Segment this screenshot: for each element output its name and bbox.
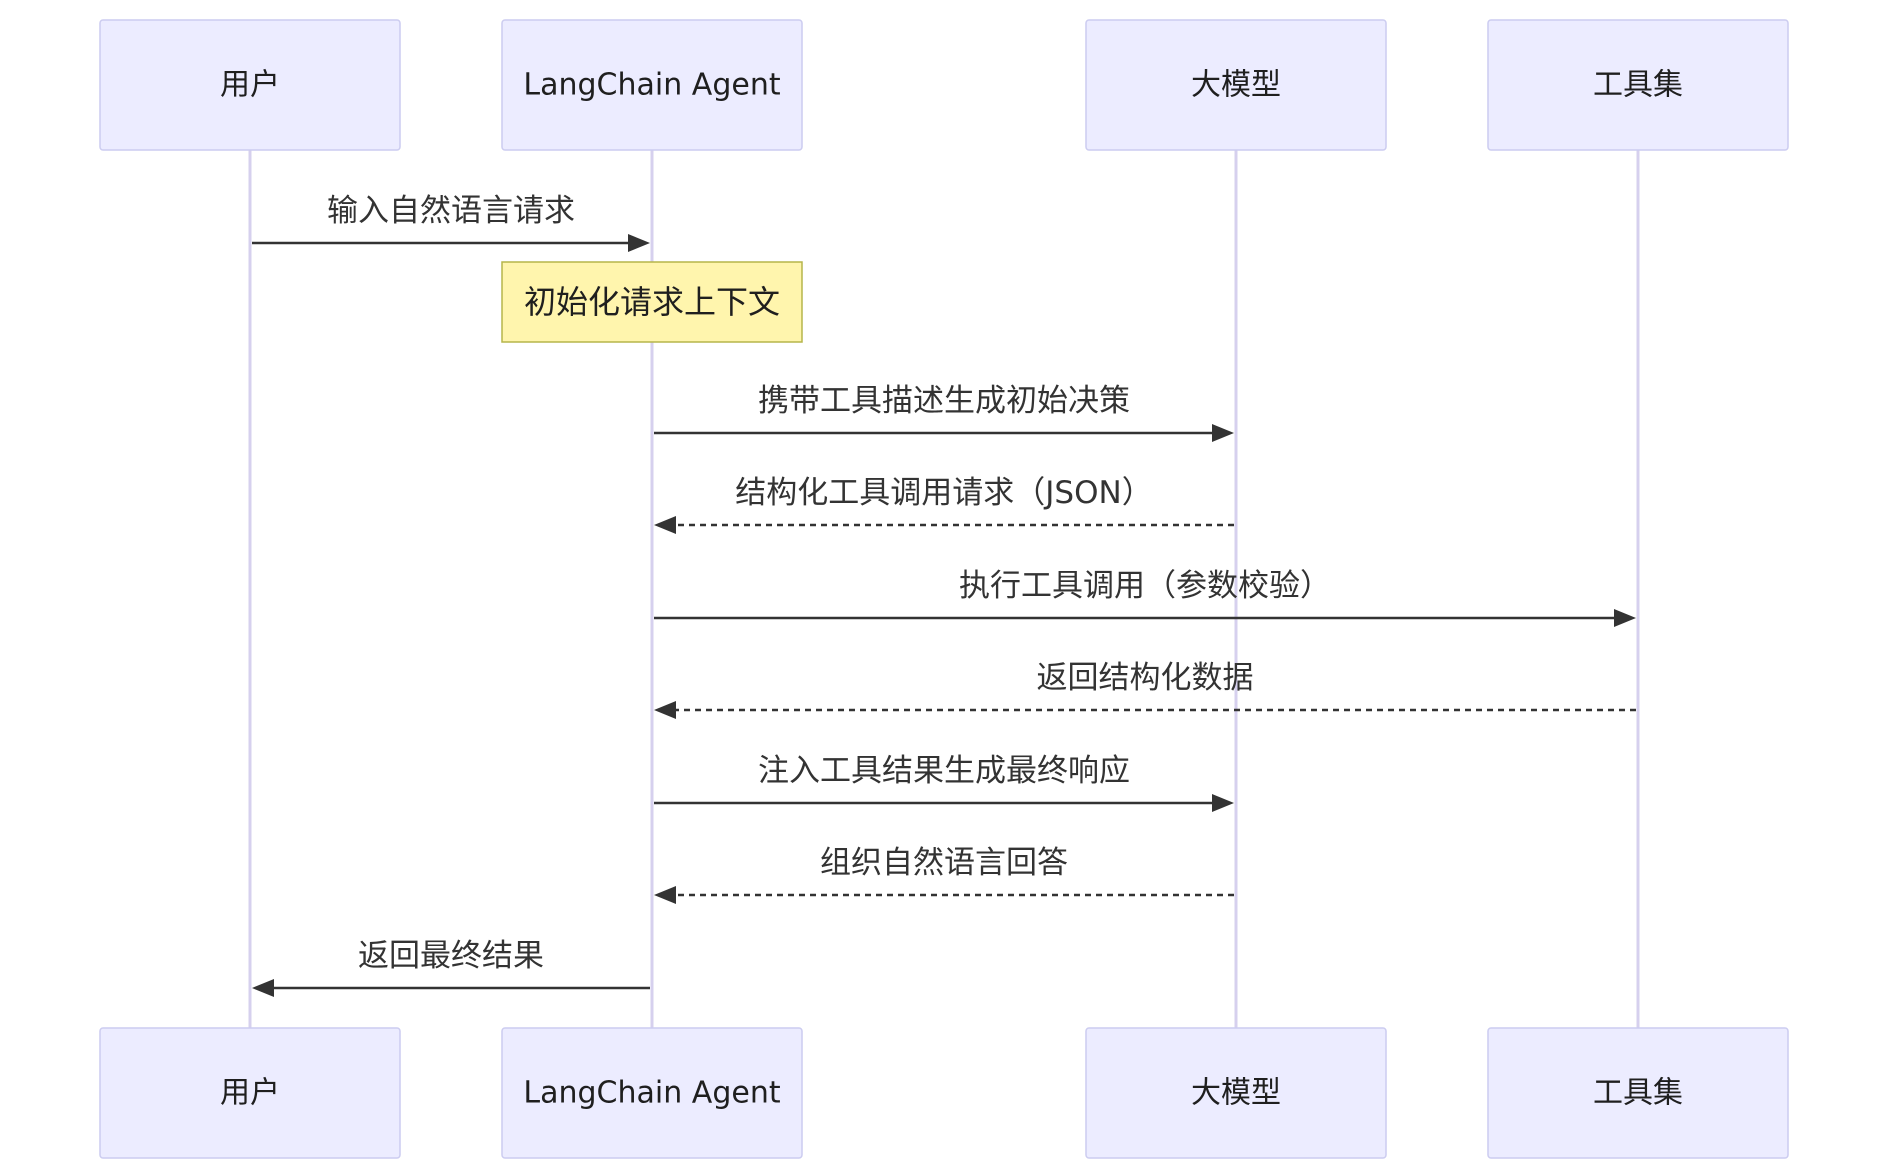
participant-box bbox=[1085, 19, 1387, 151]
message-2: 携带工具描述生成初始决策 bbox=[654, 383, 1234, 442]
message-4: 执行工具调用（参数校验） bbox=[654, 568, 1636, 627]
arrowhead bbox=[628, 234, 650, 252]
participant-agent-bottom: LangChain Agent bbox=[501, 1027, 803, 1159]
message-label: 结构化工具调用请求（JSON） bbox=[735, 475, 1152, 511]
participant-label: 大模型 bbox=[1191, 68, 1281, 103]
participant-box bbox=[99, 19, 401, 151]
participant-llm-bottom: 大模型 bbox=[1085, 1027, 1387, 1159]
message-5: 返回结构化数据 bbox=[654, 660, 1636, 719]
notes: 初始化请求上下文 bbox=[501, 261, 803, 343]
participant-label: LangChain Agent bbox=[523, 68, 780, 103]
lifelines bbox=[248, 150, 1640, 1028]
participants-bottom: 用户 LangChain Agent 大模型 工具集 bbox=[99, 1027, 1789, 1159]
arrowhead bbox=[252, 979, 274, 997]
arrowhead bbox=[654, 886, 676, 904]
participant-label: 大模型 bbox=[1191, 1076, 1281, 1111]
message-label: 注入工具结果生成最终响应 bbox=[758, 753, 1130, 789]
message-6: 注入工具结果生成最终响应 bbox=[654, 753, 1234, 812]
participant-tools-bottom: 工具集 bbox=[1487, 1027, 1789, 1159]
participant-box bbox=[1487, 1027, 1789, 1159]
participant-label: LangChain Agent bbox=[523, 1076, 780, 1111]
arrowhead bbox=[1614, 609, 1636, 627]
participant-label: 用户 bbox=[220, 1076, 280, 1111]
message-1: 输入自然语言请求 bbox=[252, 193, 650, 252]
participant-box bbox=[1487, 19, 1789, 151]
message-label: 返回最终结果 bbox=[358, 938, 544, 974]
message-label: 组织自然语言回答 bbox=[820, 845, 1068, 881]
message-8: 返回最终结果 bbox=[252, 938, 650, 997]
message-7: 组织自然语言回答 bbox=[654, 845, 1234, 904]
arrowhead bbox=[654, 701, 676, 719]
participant-tools-top: 工具集 bbox=[1487, 19, 1789, 151]
participant-box bbox=[99, 1027, 401, 1159]
message-label: 输入自然语言请求 bbox=[327, 193, 575, 229]
note-text: 初始化请求上下文 bbox=[524, 283, 780, 321]
participant-box bbox=[501, 1027, 803, 1159]
participant-label: 工具集 bbox=[1593, 1076, 1683, 1111]
arrowhead bbox=[1212, 794, 1234, 812]
arrowhead bbox=[1212, 424, 1234, 442]
message-3: 结构化工具调用请求（JSON） bbox=[654, 475, 1234, 534]
participant-user-top: 用户 bbox=[99, 19, 401, 151]
message-label: 携带工具描述生成初始决策 bbox=[758, 383, 1130, 419]
arrowhead bbox=[654, 516, 676, 534]
participant-label: 工具集 bbox=[1593, 68, 1683, 103]
message-label: 返回结构化数据 bbox=[1037, 660, 1254, 696]
participants-top: 用户 LangChain Agent 大模型 工具集 bbox=[99, 19, 1789, 151]
participant-box bbox=[501, 19, 803, 151]
message-label: 执行工具调用（参数校验） bbox=[959, 568, 1331, 604]
participant-agent-top: LangChain Agent bbox=[501, 19, 803, 151]
participant-label: 用户 bbox=[220, 68, 280, 103]
participant-llm-top: 大模型 bbox=[1085, 19, 1387, 151]
participant-box bbox=[1085, 1027, 1387, 1159]
participant-user-bottom: 用户 bbox=[99, 1027, 401, 1159]
note: 初始化请求上下文 bbox=[501, 261, 803, 343]
note-box bbox=[501, 261, 803, 343]
